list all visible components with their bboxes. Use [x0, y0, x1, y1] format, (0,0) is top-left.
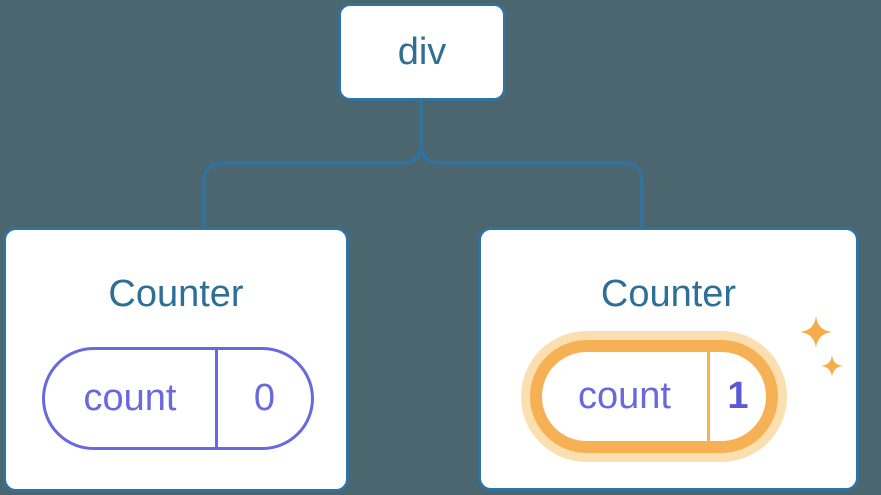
sparkle-small-star: [821, 355, 843, 377]
state-pill-right-highlighted: count 1: [530, 340, 778, 453]
root-node-label: div: [397, 30, 447, 73]
connector-left-branch: [202, 101, 423, 228]
connector-right-branch: [419, 101, 644, 228]
counter-card-right: Counter count 1: [478, 227, 859, 491]
state-value: 0: [253, 377, 276, 419]
state-value: 1: [727, 375, 749, 417]
state-key-label: count: [45, 350, 218, 447]
sparkle-large-star: [800, 316, 832, 348]
counter-card-left: Counter count 0: [3, 227, 349, 492]
counter-card-right-title: Counter: [600, 273, 737, 315]
state-key-label: count: [542, 352, 710, 441]
state-pill-left: count 0: [42, 347, 314, 450]
counter-card-left-title: Counter: [108, 273, 244, 315]
sparkle-icon: [800, 316, 843, 377]
root-node-div: div: [338, 3, 506, 101]
